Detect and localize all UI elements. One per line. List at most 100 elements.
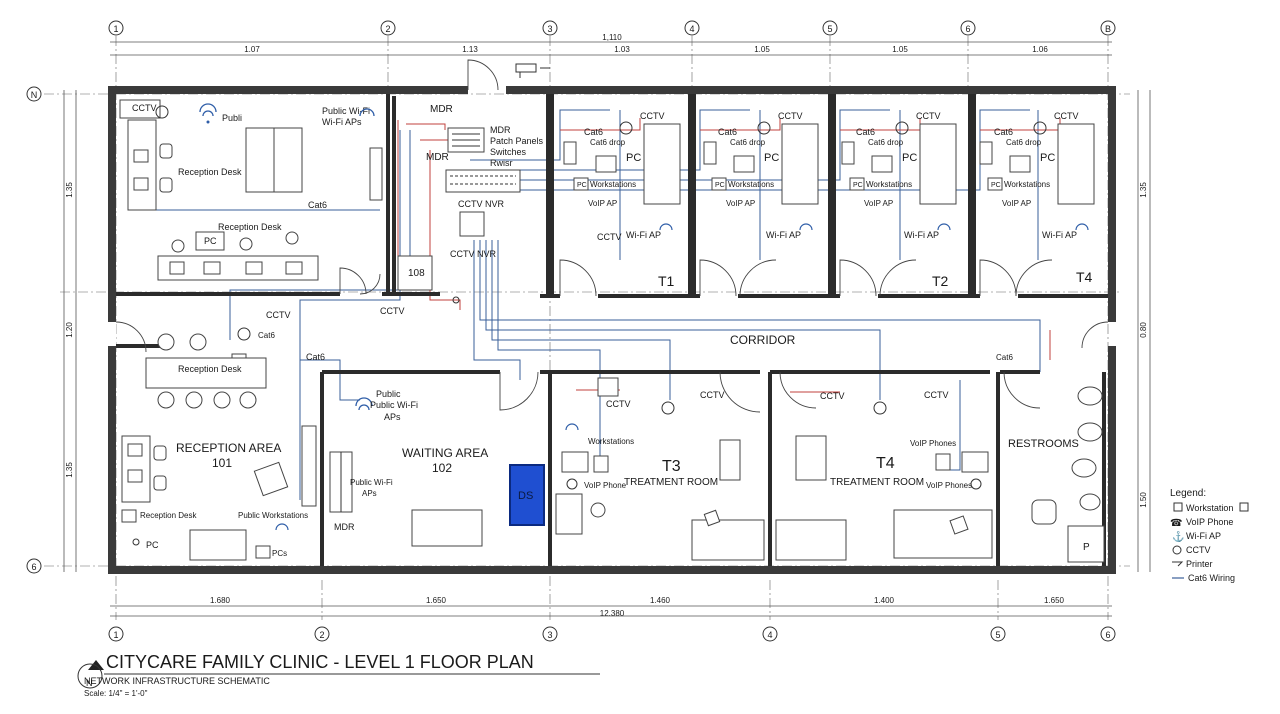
grid-bubbles-bottom: 1 2 3 4 5 6 [108,626,1116,642]
cctv-label: CCTV [1054,111,1079,121]
nvr-unit [459,211,485,237]
cctv-icon [1033,121,1047,135]
legend: Legend: Workstation ☎ VoIP Phone ⚓ Wi-Fi… [1170,488,1249,583]
aps-label: APs [384,412,401,422]
workstation-icon [1239,502,1249,512]
cctv-icon [237,327,251,341]
exam-bed [643,123,681,205]
cctv-label: CCTV [640,111,665,121]
chair [171,239,185,253]
room-t4: CCTV CCTV VoIP Phones T4 TREATMENT ROOM … [775,390,993,561]
desk [127,119,157,211]
pc-label: PC [626,152,641,164]
cctv-label: CCTV [700,390,725,400]
pc-label: PC [991,182,1001,189]
cabinet [119,99,161,119]
legend-item: CCTV [1186,545,1211,555]
wifi-icon [659,223,673,231]
desk-label: Reception Desk [140,511,197,520]
corridor-label: CORRIDOR [730,333,796,347]
dim-overall-bottom: 12.380 [600,609,625,618]
toilet [1077,422,1103,442]
dim-left: 1.35 [65,462,74,478]
workstations-label: Workstations [590,180,636,189]
dim-bottom: 1.650 [1044,596,1065,605]
room-waiting-area: Public Public Wi-Fi APs WAITING AREA 102… [329,389,545,547]
public-label: Public [376,389,401,399]
grid-bubble-label: 1 [113,630,118,640]
grid-bubbles-top: 1 2 3 4 5 6 B [108,20,1116,36]
phone-icon [285,261,303,275]
wifi-label: Wi-Fi AP [904,230,939,240]
desk-label: Reception Desk [178,167,242,177]
room-label: T4 [1076,269,1093,285]
pc-label: PC [764,152,779,164]
workstation-icon [1009,155,1031,173]
plan-title: CITYCARE FAMILY CLINIC - LEVEL 1 FLOOR P… [106,652,534,672]
wifi-icon [565,423,579,431]
cctv-label: CCTV [916,111,941,121]
phone-icon [127,469,143,483]
drop-label: Cat6 drop [1006,138,1042,147]
legend-item: Printer [1186,559,1213,569]
treatment-bed [691,519,765,561]
room-reception-upper: CCTV Publi Public Wi-Fi Wi-Fi APs Recept… [119,99,383,281]
room-108-box [397,255,433,291]
room-t3: CCTV CCTV Workstations T3 TREATMENT ROOM… [555,377,765,561]
wifi-label: Wi-Fi AP [626,230,661,240]
public-label: Publi [222,113,242,123]
printer-icon [203,261,221,275]
room-title: RECEPTION AREA [176,441,281,455]
pc-label: PC [146,540,159,550]
wifi-label: Wi-Fi AP [1042,230,1077,240]
pc-box [987,177,1003,191]
phone-icon [133,177,149,191]
cabinet [795,435,827,481]
workstation-icon [733,155,755,173]
grid-bubble-label: 2 [319,630,324,640]
dim-bottom: 1.460 [650,596,671,605]
wifi-label: Wi-Fi AP [766,230,801,240]
room-exam-3: CCTV Cat6 Cat6 drop PC PC Workstations V… [841,111,957,289]
phone-icon [255,545,271,559]
toilet [1077,386,1103,406]
exam-bed [919,123,957,205]
dim-right: 0.80 [1139,322,1148,338]
chair [239,391,257,409]
voip-label: VoIP Phones [910,439,956,448]
cctv-label: CCTV [924,390,949,400]
nvr-label: CCTV NVR [450,249,497,259]
north-arrow-icon [88,660,104,670]
entrance-symbol [515,63,550,78]
cctv-label: CCTV [266,310,291,320]
drop-label: Cat6 drop [868,138,904,147]
cabinet [597,377,619,397]
room-label: T3 [662,458,681,475]
room-exam-4: CCTV Cat6 Cat6 drop PC PC Workstations V… [979,111,1095,285]
cctv-label: CCTV [597,232,622,242]
dim-top: 1.07 [244,45,260,54]
pc-box [849,177,865,191]
room-label: T2 [932,273,949,289]
workstation-icon [561,451,589,473]
chair [153,445,167,461]
aps-label: APs [362,489,377,498]
room-mdr: MDR MDR MDR Patch Panels Switches Rwisr … [397,63,550,304]
closet [1067,525,1105,563]
room-name: TREATMENT ROOM [624,477,718,488]
dim-left: 1.35 [65,182,74,198]
phone-icon [593,455,609,473]
grid-bubble-label: 5 [827,24,832,34]
cctv-icon [619,121,633,135]
wifi-icon [937,223,951,231]
room-exam-2: CCTV Cat6 Cat6 drop PC PC Workstations V… [703,111,819,240]
workstation-icon [595,155,617,173]
pc-label: PC [204,236,217,246]
cabinet [979,141,993,165]
door-swings [115,59,1109,413]
room-label: T4 [876,455,895,472]
closet-label: P [1083,542,1090,553]
voip-label: VoIP AP [864,199,893,208]
panel [301,425,317,507]
room-title: WAITING AREA [402,446,488,460]
